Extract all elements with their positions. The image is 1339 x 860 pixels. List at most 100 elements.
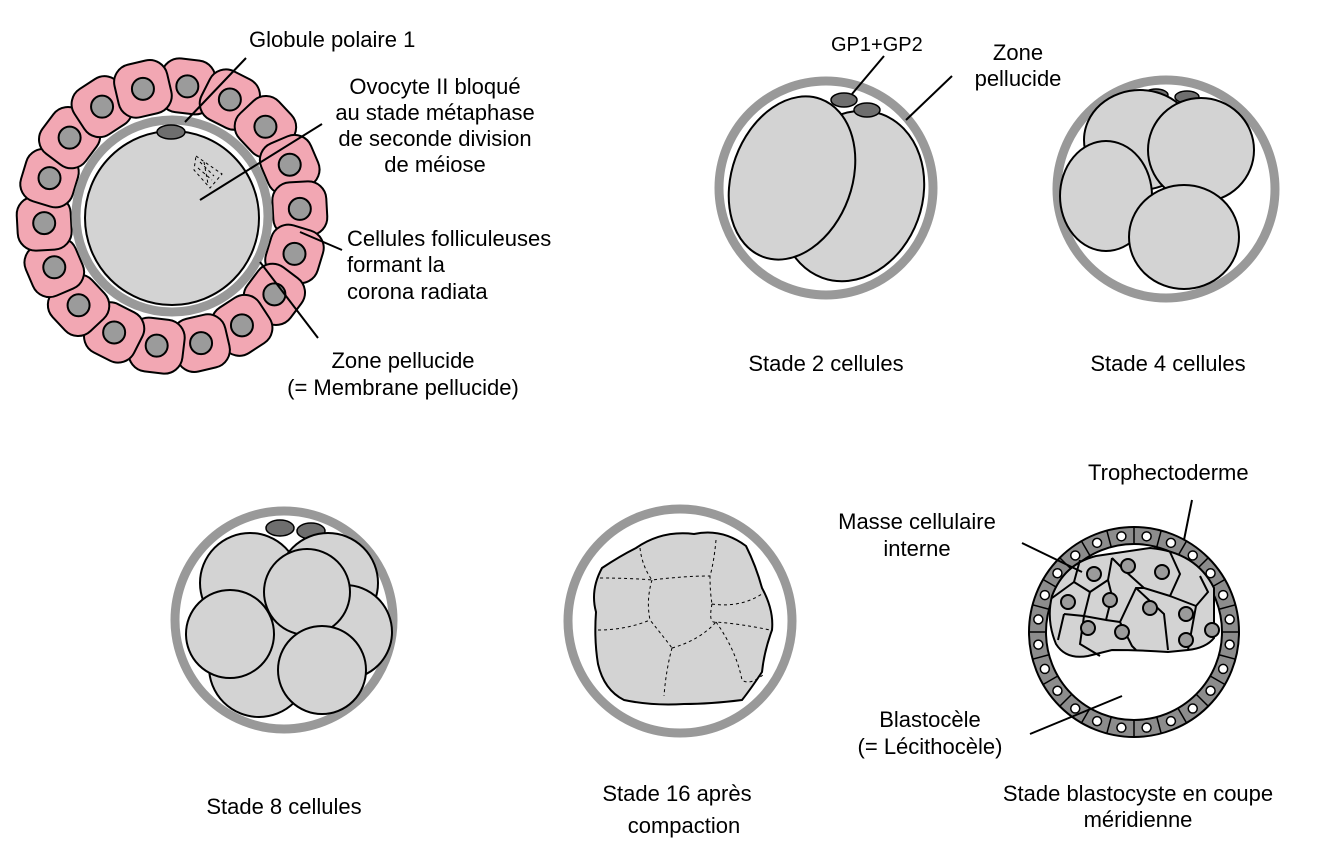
ovocyte-zona-pellucida [71,115,273,317]
metaphase-spindle [193,155,223,189]
stage4-zona-pellucida [1052,75,1280,303]
follicle-nucleus [42,255,67,280]
troph-nucleus [1165,715,1177,727]
icm-nucleus [1060,594,1076,610]
troph-nucleus [1205,568,1216,579]
caption-blastocyst-2: méridienne [1084,807,1193,832]
label-gp1-gp2: GP1+GP2 [831,34,923,56]
stage-16-compaction-figure: Stade 16 après compaction [563,504,797,838]
follicle-nucleus [57,125,82,150]
troph-seam [1080,540,1091,557]
label-follicular-2: formant la [347,252,446,277]
label-masse-cellulaire-1: Masse cellulaire [838,509,996,534]
label-globule-polaire: Globule polaire 1 [249,27,415,52]
icm-nucleus [1142,600,1158,616]
troph-nucleus [1205,685,1216,696]
pointer-zona [259,261,319,339]
troph-nucleus [1217,589,1229,601]
icm-nucleus [1114,624,1130,640]
stage4-blastomere-4 [1128,184,1240,290]
follicle-nucleus [253,114,278,139]
label-trophectoderme: Trophectoderme [1088,460,1249,485]
stage8-blastomere-front-3 [277,625,367,715]
label-zone-stage2-1: Zone [993,40,1043,65]
troph-nucleus [1033,614,1044,625]
caption-blastocyst-1: Stade blastocyste en coupe [1003,781,1273,806]
label-follicular-1: Cellules folliculeuses [347,226,551,251]
follicle-nucleus [37,166,62,191]
icm-nucleus [1178,606,1194,622]
label-blastocele-2: (= Lécithocèle) [858,734,1003,759]
troph-nucleus [1141,531,1152,542]
label-zone-pellucide: Zone pellucide [331,348,474,373]
corona-radiata-cells [15,57,329,375]
troph-nucleus [1070,703,1081,714]
ovocyte-figure: Globule polaire 1 Ovocyte II bloqué au s… [15,27,551,400]
follicle-nucleus [217,87,242,112]
stage-4-cells-figure: Stade 4 cellules [1052,75,1280,376]
label-ovocyte-1: Ovocyte II bloqué [349,74,520,99]
stage8-blastomere-front-1 [185,589,275,679]
stage8-polar-body-1 [265,519,295,537]
troph-seam [1032,654,1050,660]
troph-nucleus [1039,589,1051,601]
pointer-gp [851,55,885,95]
stage2-polar-body-2 [853,102,881,118]
follicle-nucleus [229,313,254,338]
pointer-zone-stage2 [905,75,953,121]
troph-seam [1156,716,1162,734]
troph-seam [1059,693,1073,707]
stage-8-cells-figure: Stade 8 cellules [170,506,398,819]
troph-nucleus [1141,722,1152,733]
follicle-nucleus [175,74,200,99]
stage-2-cells-figure: GP1+GP2 Zone pellucide Stade 2 cellules [714,34,1061,376]
follicle-nucleus [102,320,127,345]
troph-nucleus [1091,715,1103,727]
follicle-cell [15,194,73,252]
caption-stage8: Stade 8 cellules [206,794,361,819]
troph-nucleus [1091,537,1103,549]
troph-nucleus [1165,537,1177,549]
troph-seam [1042,675,1059,686]
label-membrane-pellucide: (= Membrane pellucide) [287,375,519,400]
icm-nucleus [1086,566,1102,582]
troph-nucleus [1070,550,1081,561]
troph-nucleus [1039,663,1051,675]
stage8-blastomere-front-2 [263,548,351,636]
troph-nucleus [1033,639,1044,650]
troph-seam [1177,707,1188,724]
caption-stage16-2: compaction [628,813,741,838]
troph-nucleus [1224,614,1235,625]
polar-body-1 [156,124,186,140]
label-ovocyte-3: de seconde division [338,126,531,151]
follicle-nucleus [287,196,312,221]
stage16-cell-boundaries [597,539,771,697]
pointer-ovocyte [199,123,323,201]
stage16-morula [593,531,774,706]
troph-seam [1106,530,1112,548]
troph-nucleus [1217,663,1229,675]
icm-nucleus [1178,632,1194,648]
icm-nucleus [1204,622,1220,638]
stage8-zona-pellucida [170,506,398,734]
stage2-zona-pellucida [714,76,938,300]
follicle-nucleus [130,76,155,101]
caption-stage4: Stade 4 cellules [1090,351,1245,376]
pointer-masse-cellulaire [1021,542,1083,573]
troph-seam [1032,604,1050,610]
troph-nucleus [1187,703,1198,714]
follicle-nucleus [277,152,302,177]
troph-seam [1177,540,1188,557]
troph-nucleus [1116,722,1127,733]
icm-nucleus [1080,620,1096,636]
caption-stage2: Stade 2 cellules [748,351,903,376]
stage2-blastomere-front [727,95,857,261]
troph-seam [1195,693,1209,707]
troph-seam [1156,530,1162,548]
troph-nucleus [1052,568,1063,579]
trophectoderm-nuclei [1033,531,1235,733]
icm-nucleus [1102,592,1118,608]
troph-seam [1218,604,1236,610]
follicle-nucleus [66,293,91,318]
